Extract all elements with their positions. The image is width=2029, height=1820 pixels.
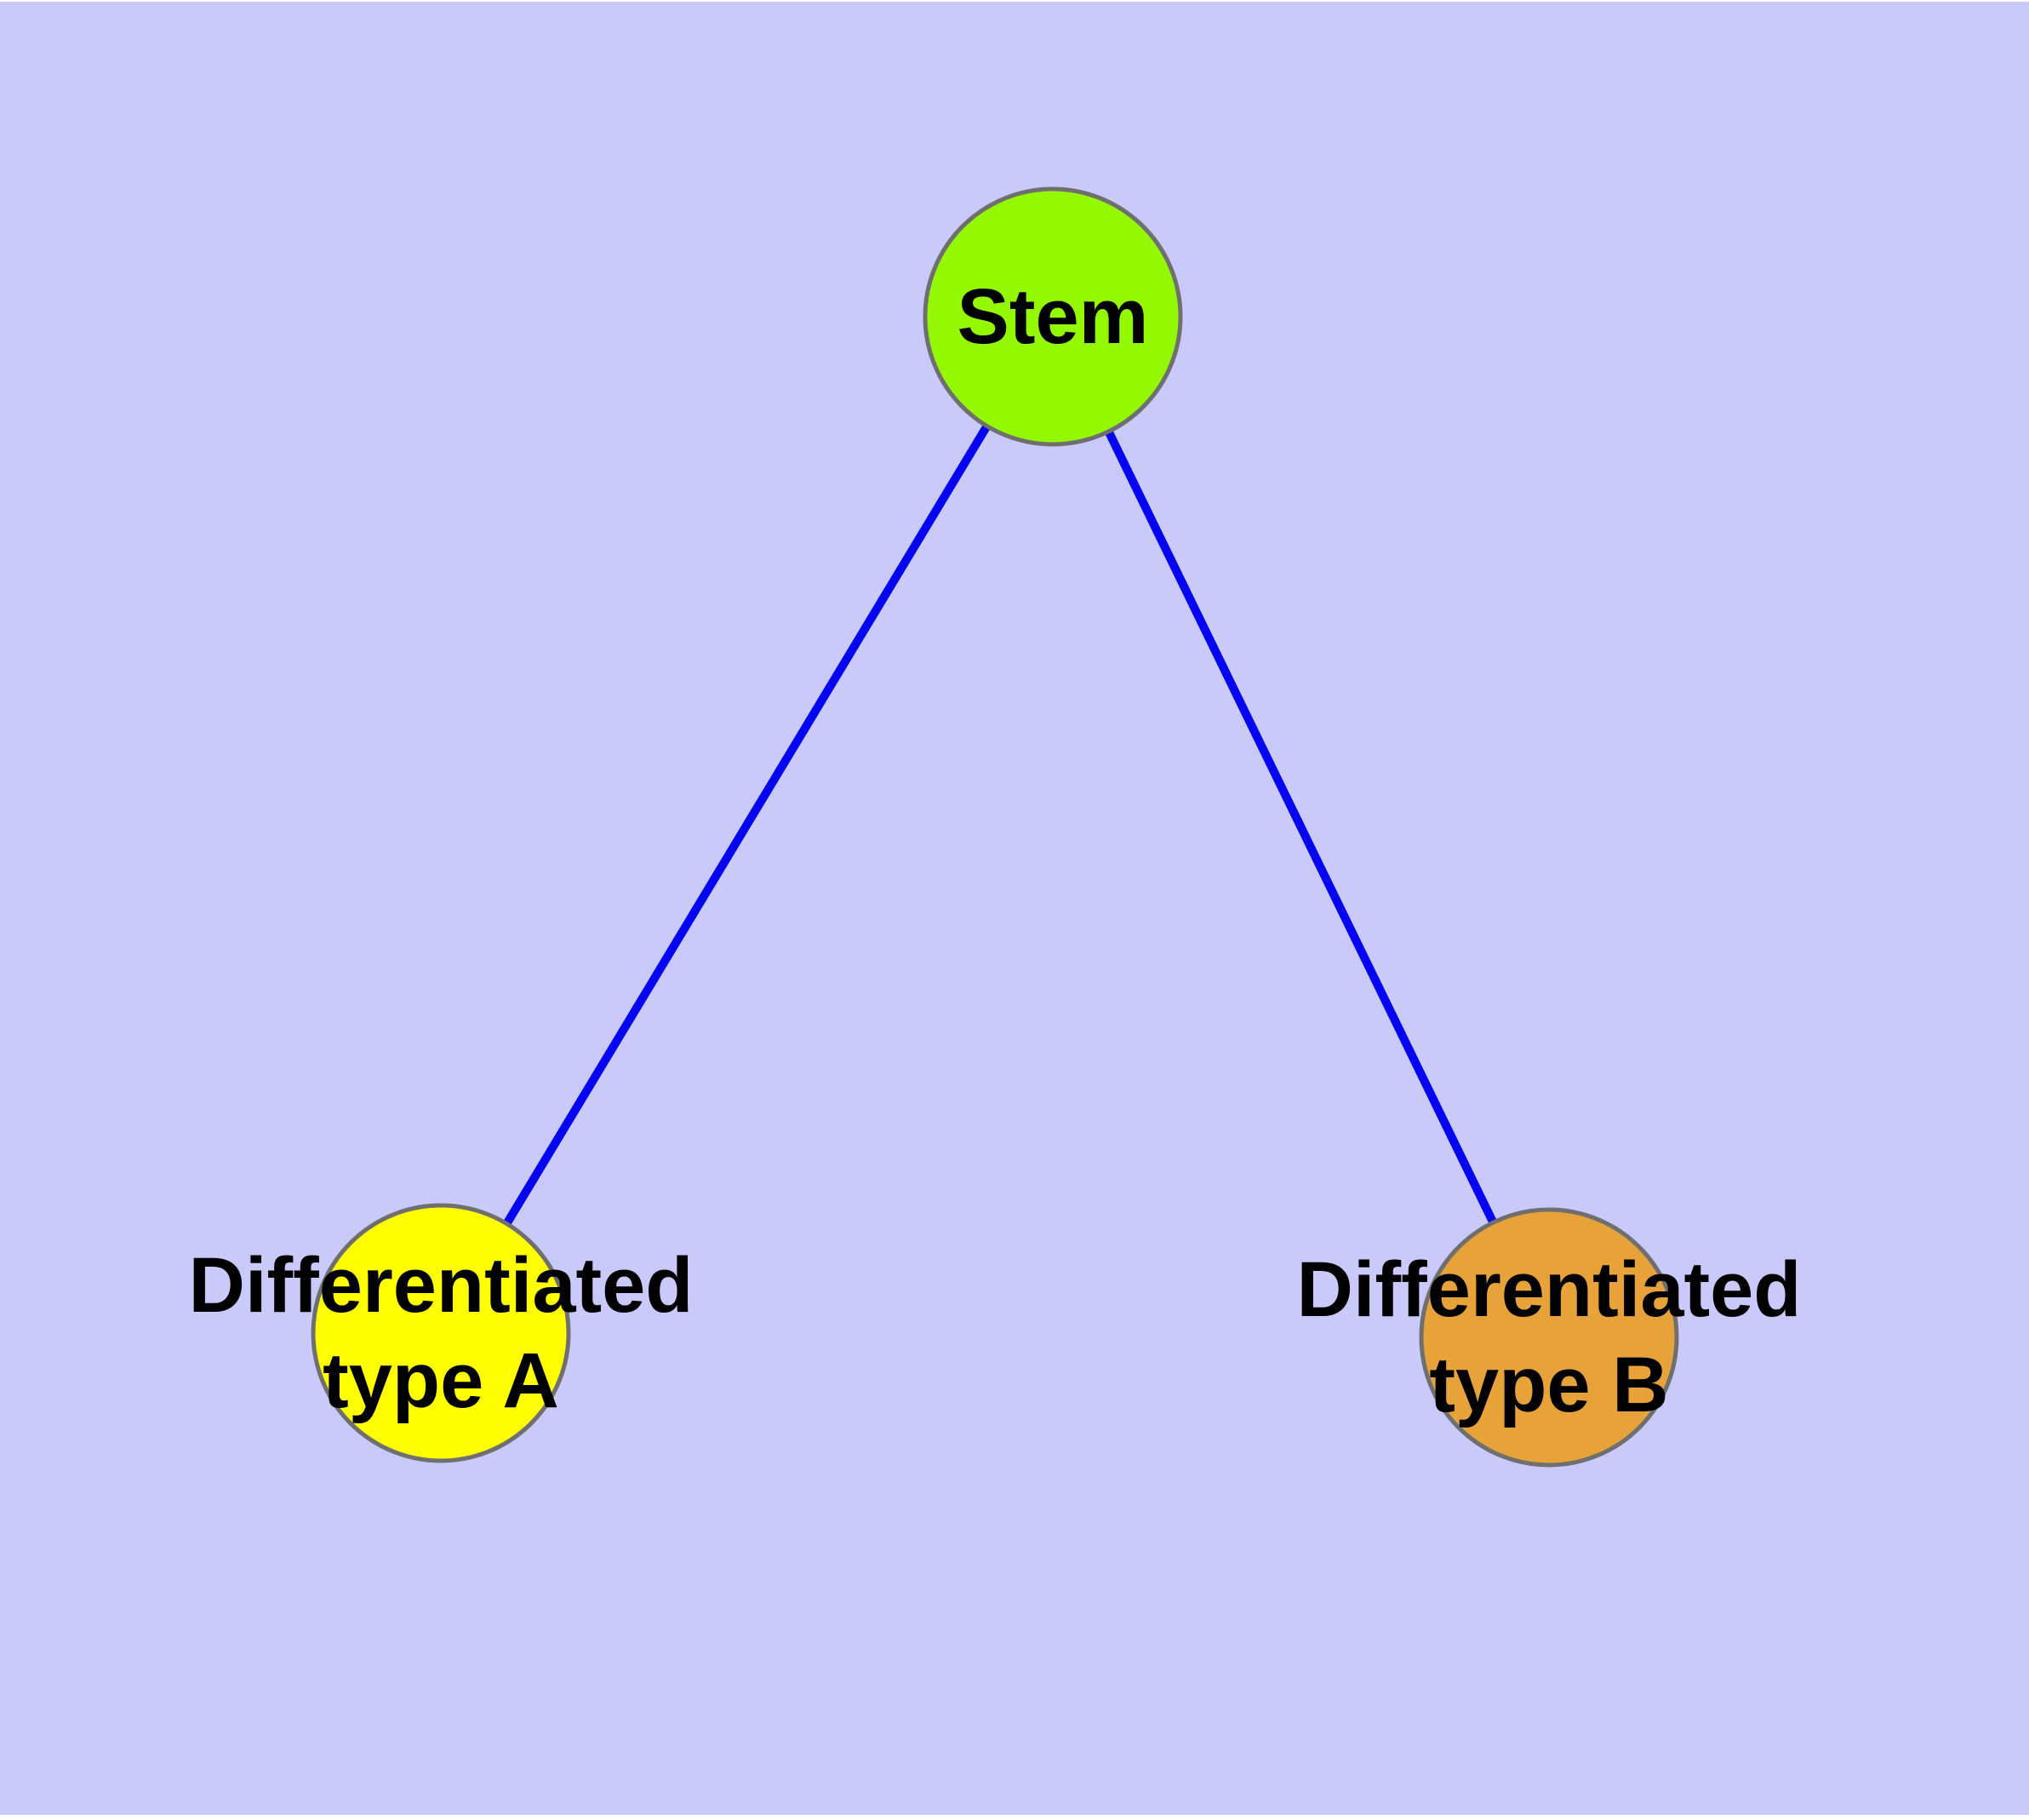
node-layer bbox=[311, 186, 1679, 1468]
node-diff-type-a bbox=[311, 1203, 571, 1463]
edge-stem-diff-type-a bbox=[437, 314, 1057, 1336]
edge-stem-diff-type-b bbox=[1049, 314, 1553, 1340]
node-diff-type-b bbox=[1419, 1207, 1679, 1468]
node-stem bbox=[923, 186, 1183, 447]
edge-layer bbox=[437, 314, 1553, 1340]
